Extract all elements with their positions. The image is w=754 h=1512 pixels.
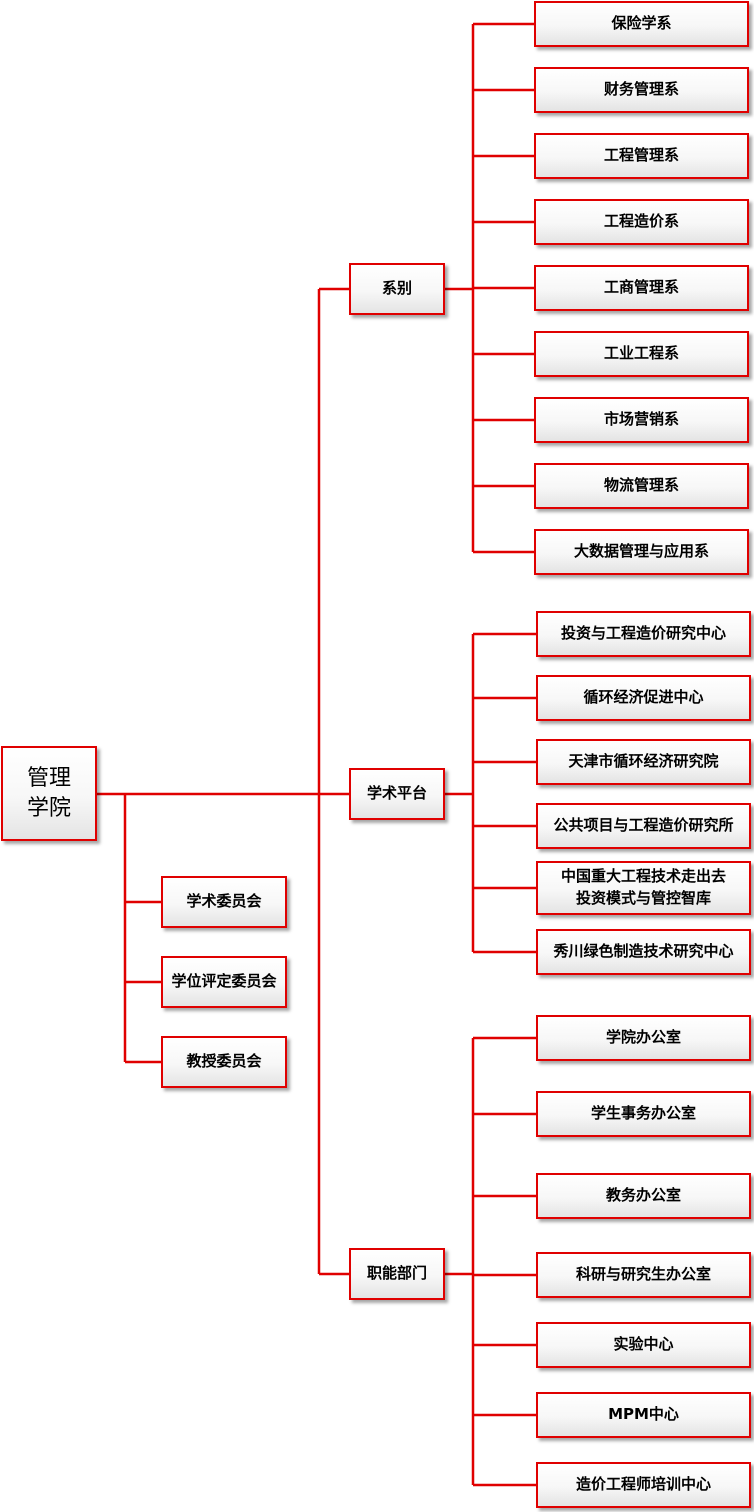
child-node-1-3: 公共项目与工程造价研究所 <box>536 803 751 849</box>
child-node-2-1-label: 学生事务办公室 <box>590 1104 696 1123</box>
child-node-0-0: 保险学系 <box>534 1 749 47</box>
root-node-label: 管理学院 <box>26 765 71 821</box>
branch-node-2-label: 职能部门 <box>366 1264 427 1283</box>
root-node: 管理学院 <box>1 746 97 841</box>
child-node-0-6: 市场营销系 <box>534 397 749 443</box>
child-node-2-3: 科研与研究生办公室 <box>536 1252 751 1298</box>
child-node-0-2: 工程管理系 <box>534 133 749 179</box>
child-node-1-0: 投资与工程造价研究中心 <box>536 611 751 657</box>
child-node-1-2: 天津市循环经济研究院 <box>536 739 751 785</box>
committee-node-1-label: 学位评定委员会 <box>171 972 277 991</box>
branch-node-1: 学术平台 <box>349 768 445 820</box>
child-node-0-8-label: 大数据管理与应用系 <box>573 542 709 561</box>
child-node-0-4-label: 工商管理系 <box>603 278 679 297</box>
child-node-1-1: 循环经济促进中心 <box>536 675 751 721</box>
child-node-0-7: 物流管理系 <box>534 463 749 509</box>
child-node-2-5: MPM中心 <box>536 1392 751 1438</box>
child-node-1-0-label: 投资与工程造价研究中心 <box>560 624 726 643</box>
child-node-2-4: 实验中心 <box>536 1322 751 1368</box>
child-node-2-4-label: 实验中心 <box>613 1335 674 1354</box>
branch-node-1-label: 学术平台 <box>366 784 427 803</box>
committee-node-1: 学位评定委员会 <box>161 956 287 1008</box>
child-node-0-6-label: 市场营销系 <box>603 410 679 429</box>
committee-node-2: 教授委员会 <box>161 1036 287 1088</box>
child-node-1-3-label: 公共项目与工程造价研究所 <box>553 816 734 835</box>
committee-node-0-label: 学术委员会 <box>186 892 262 911</box>
child-node-2-0-label: 学院办公室 <box>605 1028 681 1047</box>
committee-node-0: 学术委员会 <box>161 876 287 928</box>
committee-node-2-label: 教授委员会 <box>186 1052 262 1071</box>
child-node-2-0: 学院办公室 <box>536 1015 751 1061</box>
child-node-2-6-label: 造价工程师培训中心 <box>575 1475 711 1494</box>
child-node-0-5: 工业工程系 <box>534 331 749 377</box>
child-node-0-7-label: 物流管理系 <box>603 476 679 495</box>
child-node-1-5: 秀川绿色制造技术研究中心 <box>536 929 751 975</box>
child-node-1-4: 中国重大工程技术走出去投资模式与管控智库 <box>536 861 751 915</box>
branch-node-0: 系别 <box>349 263 445 315</box>
child-node-2-3-label: 科研与研究生办公室 <box>575 1265 711 1284</box>
child-node-2-1: 学生事务办公室 <box>536 1091 751 1137</box>
child-node-0-8: 大数据管理与应用系 <box>534 529 749 575</box>
child-node-0-5-label: 工业工程系 <box>603 344 679 363</box>
child-node-0-0-label: 保险学系 <box>611 14 672 33</box>
child-node-0-3: 工程造价系 <box>534 199 749 245</box>
branch-node-2: 职能部门 <box>349 1248 445 1300</box>
child-node-0-1-label: 财务管理系 <box>603 80 679 99</box>
child-node-1-5-label: 秀川绿色制造技术研究中心 <box>553 942 734 961</box>
child-node-2-2: 教务办公室 <box>536 1173 751 1219</box>
child-node-0-3-label: 工程造价系 <box>603 212 679 231</box>
child-node-2-5-label: MPM中心 <box>608 1405 679 1424</box>
child-node-2-2-label: 教务办公室 <box>605 1186 681 1205</box>
child-node-0-1: 财务管理系 <box>534 67 749 113</box>
child-node-1-2-label: 天津市循环经济研究院 <box>568 752 719 771</box>
branch-node-0-label: 系别 <box>381 279 412 298</box>
child-node-1-4-label: 中国重大工程技术走出去投资模式与管控智库 <box>560 867 726 907</box>
child-node-1-1-label: 循环经济促进中心 <box>583 688 704 707</box>
child-node-0-4: 工商管理系 <box>534 265 749 311</box>
child-node-2-6: 造价工程师培训中心 <box>536 1462 751 1508</box>
child-node-0-2-label: 工程管理系 <box>603 146 679 165</box>
